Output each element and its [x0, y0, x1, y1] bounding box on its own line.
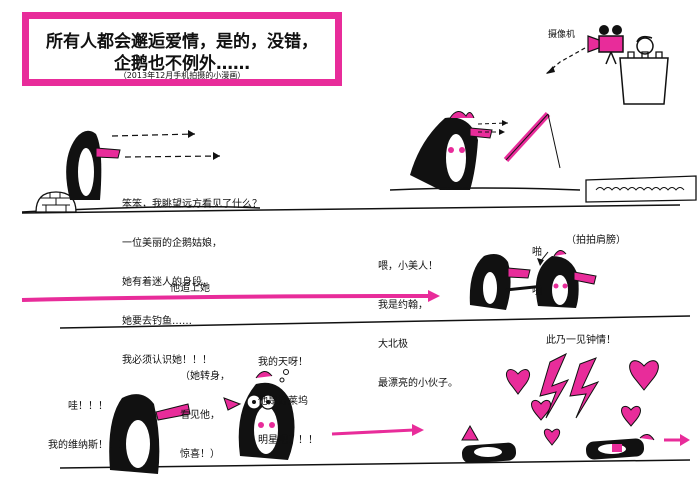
turn-line: 惊喜！）: [180, 449, 220, 460]
chase-label: 他追上她: [170, 283, 210, 294]
caption-line: 她要去钓鱼……: [122, 316, 192, 327]
speech-line: 大北极: [378, 339, 408, 350]
speech-line: 喂，小美人！: [378, 261, 438, 272]
title-frame: 所有人都会邂逅爱情，是的，没错， 企鹅也不例外…… （2013年12月手机拍摄的…: [22, 12, 342, 86]
turn-note: （她转身， 看见他， 惊喜！）: [180, 344, 230, 487]
turn-line: （她转身，: [180, 371, 230, 382]
video-camera-icon: [587, 25, 624, 65]
god-line: 我的天呀！: [258, 357, 308, 368]
pat-note: （拍拍肩膀）: [566, 235, 626, 246]
god-speech: 我的天呀！ 他是好莱坞 明星吧！！！: [258, 330, 318, 473]
author-figure: [619, 35, 669, 105]
title-note: （2013年12月手机拍摄的小漫画）: [118, 71, 246, 80]
god-line: 他是好莱坞: [258, 396, 308, 407]
turn-line: 看见他，: [180, 410, 220, 421]
speech-line: 最漂亮的小伙子。: [378, 378, 458, 389]
wow-speech: 哇！！！ 我的维纳斯！！！: [48, 374, 128, 478]
pat-sound-1: 啪: [532, 247, 542, 258]
wow-line: 哇！！！: [68, 401, 108, 412]
caption-line: 我必须认识她！！！: [122, 355, 212, 366]
panel-2: [21, 250, 691, 329]
caption-line: 一位美丽的企鹅姑娘，: [122, 238, 222, 249]
panel-3: [59, 352, 691, 474]
pat-sound: 啪 啪: [532, 220, 545, 324]
camera-label: 摄像机: [548, 30, 576, 40]
god-line: 明星吧！！！: [258, 435, 318, 446]
intro-speech: 喂，小美人！ 我是约翰， 大北极 最漂亮的小伙子。: [378, 234, 458, 416]
pat-sound-2: 啪: [532, 286, 542, 297]
fallen-penguins: [461, 424, 690, 464]
panel-1: [21, 111, 697, 214]
caption-line: 笨笨，我眺望远方看见了什么？: [122, 199, 262, 210]
love-label: 此乃一见钟情！: [546, 335, 616, 346]
love-hearts-and-bolts: [506, 352, 659, 446]
caption-line: 她有着迷人的身段，: [122, 277, 212, 288]
wow-line: 我的维纳斯！！！: [48, 440, 128, 451]
title-line-2: 企鹅也不例外……: [114, 54, 250, 74]
panel-1-caption: 笨笨，我眺望远方看见了什么？ 一位美丽的企鹅姑娘， 她有着迷人的身段， 她要去钓…: [122, 172, 262, 393]
speech-line: 我是约翰，: [378, 300, 428, 311]
title-line-1: 所有人都会邂逅爱情，是的，没错，: [46, 32, 318, 52]
